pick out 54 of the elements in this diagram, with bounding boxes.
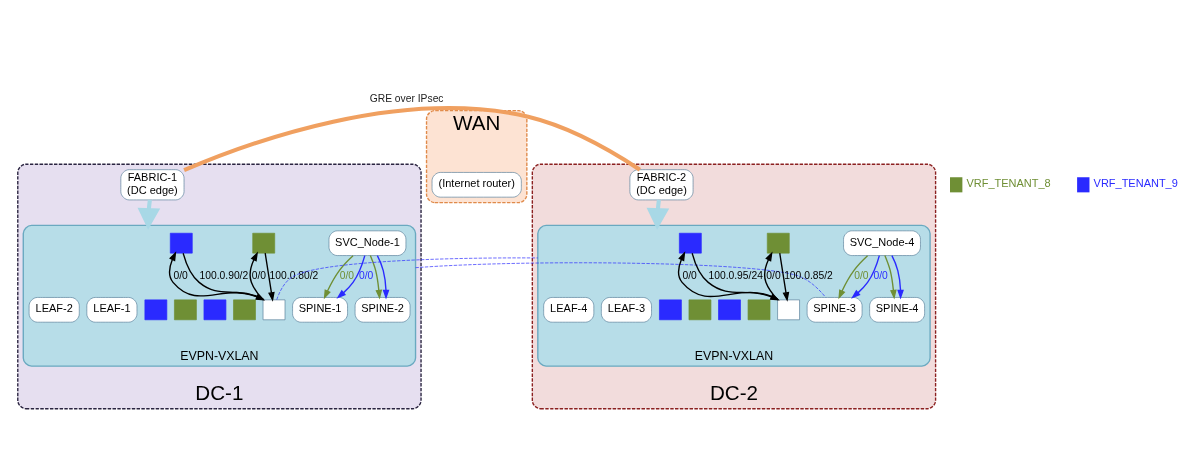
edge-label: 100.0.90/2 — [199, 269, 249, 281]
edge-label: 100.0.95/24 — [708, 269, 763, 281]
node-box: LEAF-3 — [601, 296, 652, 323]
legend-label: VRF_TENANT_8 — [966, 176, 1051, 189]
node-box: SPINE-3 — [806, 296, 863, 323]
node-box: FABRIC-1 (DC edge) — [120, 168, 185, 200]
node-box — [777, 299, 800, 320]
edge-label: 0/0 — [251, 269, 267, 281]
node-box — [688, 299, 712, 320]
edge-label: 0/0 — [339, 269, 355, 281]
node-box: LEAF-2 — [28, 296, 80, 323]
node-box: SPINE-1 — [292, 296, 348, 323]
node-box — [766, 232, 790, 253]
node-box: FABRIC-2 (DC edge) — [629, 168, 694, 200]
node-box — [718, 299, 741, 320]
legend-label: VRF_TENANT_9 — [1093, 176, 1178, 189]
node-box — [203, 299, 227, 320]
edge-label: 0/0 — [173, 269, 188, 281]
node-box — [144, 299, 168, 320]
node-box — [252, 232, 276, 253]
node-box: SVC_Node-1 — [328, 230, 407, 256]
arrow — [376, 254, 390, 299]
arrow — [369, 254, 383, 299]
edge-label: 0/0 — [854, 269, 869, 281]
arrow — [336, 254, 366, 299]
edge-label: GRE over IPsec — [369, 92, 444, 104]
arrow — [891, 254, 904, 299]
node-box — [659, 299, 682, 320]
edge-label: 0/0 — [766, 269, 781, 281]
node-box — [169, 232, 193, 253]
node-box — [174, 299, 197, 320]
arrow — [264, 252, 275, 302]
arrow — [851, 254, 881, 299]
node-box — [233, 299, 256, 320]
edge-label: 0/0 — [682, 269, 697, 281]
node-box — [679, 232, 702, 253]
edge-label: 0/0 — [358, 269, 374, 281]
connector — [276, 257, 539, 300]
arrow — [323, 254, 354, 299]
node-box: SVC_Node-4 — [843, 230, 921, 256]
node-box: LEAF-4 — [543, 296, 595, 323]
connector — [183, 105, 641, 172]
edge-label: 100.0.85/2 — [784, 269, 833, 281]
arrow — [884, 254, 897, 299]
node-box: SPINE-4 — [869, 296, 925, 323]
arrow — [779, 252, 790, 302]
arrow — [838, 254, 869, 299]
edge-label: 0/0 — [873, 269, 888, 281]
node-box: (Internet router) — [431, 171, 522, 197]
edge-label: 100.0.80/2 — [269, 269, 319, 281]
node-box — [747, 299, 771, 320]
node-box: LEAF-1 — [86, 296, 138, 323]
node-box — [262, 299, 286, 320]
node-box: SPINE-2 — [354, 296, 411, 323]
